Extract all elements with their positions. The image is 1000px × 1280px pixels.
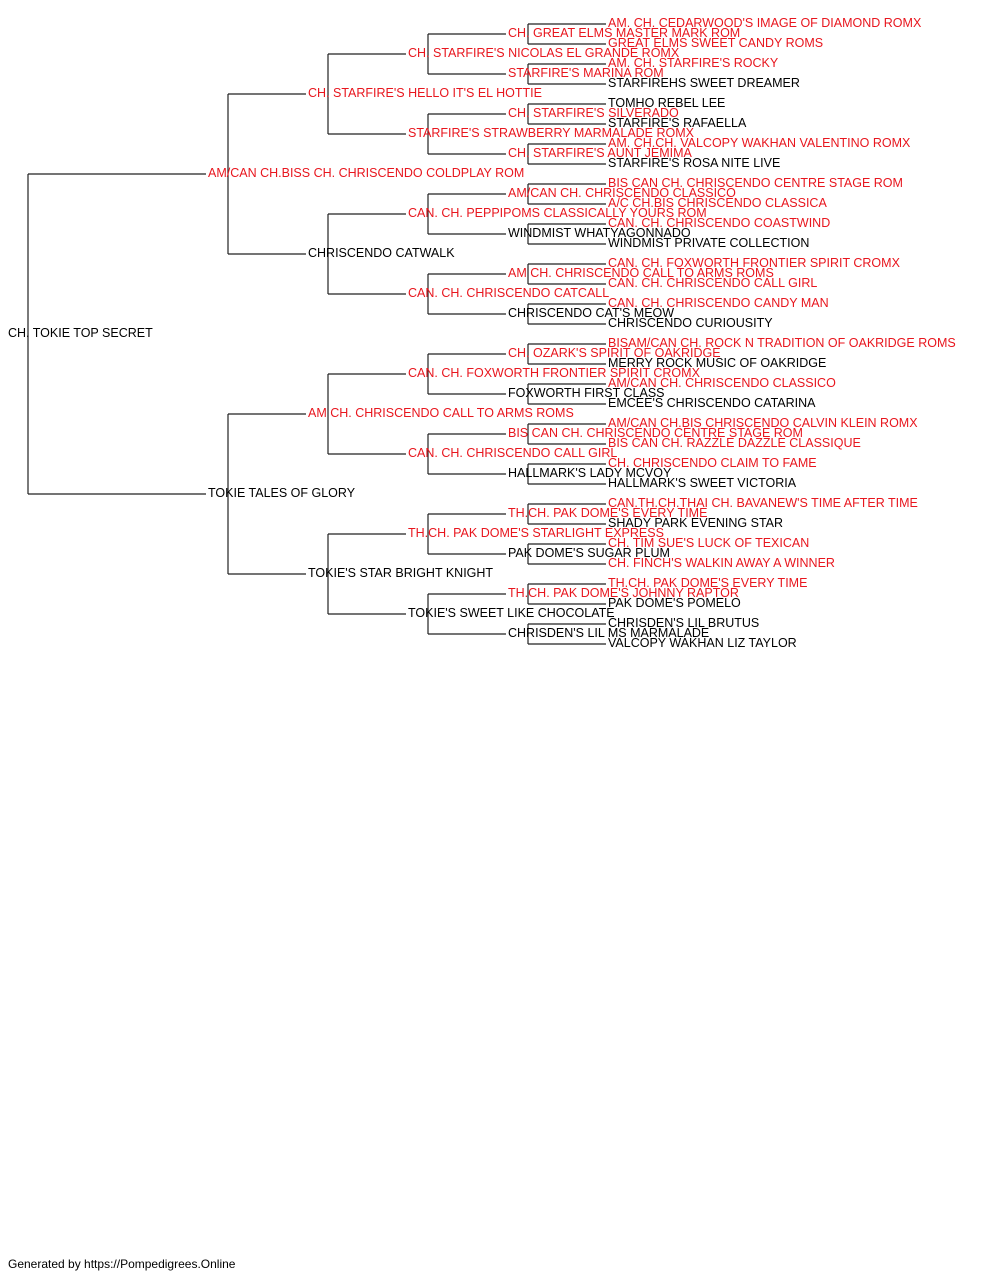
dog-name-gen5-pedigree-dam-dam-dam-sire-dam: PAK DOME'S POMELO (608, 596, 741, 610)
dog-name-gen5-pedigree-sire-dam-sire-sire-sire: BIS CAN CH. CHRISCENDO CENTRE STAGE ROM (608, 176, 903, 190)
dog-name-gen4-pedigree-sire-dam-dam-sire: AM CH. CHRISCENDO CALL TO ARMS ROMS (508, 266, 774, 280)
dog-name-gen5-pedigree-sire-dam-dam-sire-dam: CAN. CH. CHRISCENDO CALL GIRL (608, 276, 818, 290)
dog-name-gen4-pedigree-sire-sire-dam-dam: CH. STARFIRE'S AUNT JEMIMA (508, 146, 692, 160)
dog-name-gen5-pedigree-dam-sire-sire-sire-sire: BISAM/CAN CH. ROCK N TRADITION OF OAKRID… (608, 336, 956, 350)
dog-name-gen4-pedigree-dam-dam-dam-sire: TH.CH. PAK DOME'S JOHNNY RAPTOR (508, 586, 739, 600)
dog-name-gen3-pedigree-sire-sire-sire: CH. STARFIRE'S NICOLAS EL GRANDE ROMX (408, 46, 680, 60)
dog-name-gen4-pedigree-sire-dam-dam-dam: CHRISCENDO CAT'S MEOW (508, 306, 675, 320)
dog-name-gen5-pedigree-sire-dam-dam-sire-sire: CAN. CH. FOXWORTH FRONTIER SPIRIT CROMX (608, 256, 900, 270)
dog-name-gen5-pedigree-sire-dam-dam-dam-dam: CHRISCENDO CURIOUSITY (608, 316, 773, 330)
dog-name-gen5-pedigree-sire-sire-dam-dam-dam: STARFIRE'S ROSA NITE LIVE (608, 156, 781, 170)
dog-name-gen5-pedigree-dam-sire-dam-sire-sire: AM/CAN CH.BIS CHRISCENDO CALVIN KLEIN RO… (608, 416, 918, 430)
dog-name-gen5-pedigree-dam-sire-sire-dam-sire: AM/CAN CH. CHRISCENDO CLASSICO (608, 376, 836, 390)
dog-name-gen5-pedigree-dam-dam-sire-sire-sire: CAN.TH.CH.THAI CH. BAVANEW'S TIME AFTER … (608, 496, 918, 510)
dog-name-gen4-pedigree-sire-dam-sire-sire: AM/CAN CH. CHRISCENDO CLASSICO (508, 186, 736, 200)
dog-name-gen4-pedigree-sire-sire-sire-dam: STARFIRE'S MARINA ROM (508, 66, 664, 80)
dog-name-gen2-pedigree-dam-sire: AM CH. CHRISCENDO CALL TO ARMS ROMS (308, 406, 574, 420)
dog-name-gen3-pedigree-sire-sire-dam: STARFIRE'S STRAWBERRY MARMALADE ROMX (408, 126, 694, 140)
dog-name-gen5-pedigree-sire-sire-sire-sire-sire: AM. CH. CEDARWOOD'S IMAGE OF DIAMOND ROM… (608, 16, 922, 30)
dog-name-gen5-pedigree-dam-dam-sire-sire-dam: SHADY PARK EVENING STAR (608, 516, 784, 530)
dog-name-gen5-pedigree-sire-dam-dam-dam-sire: CAN. CH. CHRISCENDO CANDY MAN (608, 296, 829, 310)
dog-name-gen5-pedigree-dam-sire-dam-sire-dam: BIS CAN CH. RAZZLE DAZZLE CLASSIQUE (608, 436, 861, 450)
dog-name-gen5-pedigree-dam-dam-dam-sire-sire: TH.CH. PAK DOME'S EVERY TIME (608, 576, 808, 590)
dog-name-gen1-pedigree-dam: TOKIE TALES OF GLORY (208, 486, 356, 500)
dog-name-gen5-pedigree-sire-sire-sire-dam-sire: AM. CH. STARFIRE'S ROCKY (608, 56, 779, 70)
dog-name-gen5-pedigree-dam-sire-sire-sire-dam: MERRY ROCK MUSIC OF OAKRIDGE (608, 356, 827, 370)
dog-name-gen2-pedigree-sire-dam: CHRISCENDO CATWALK (308, 246, 455, 260)
dog-name-gen5-pedigree-sire-sire-sire-sire-dam: GREAT ELMS SWEET CANDY ROMS (608, 36, 824, 50)
dog-name-gen4-pedigree-dam-dam-dam-dam: CHRISDEN'S LIL MS MARMALADE (508, 626, 710, 640)
dog-name-gen4-pedigree-dam-sire-dam-sire: BIS CAN CH. CHRISCENDO CENTRE STAGE ROM (508, 426, 803, 440)
dog-name-gen5-pedigree-dam-dam-dam-dam-dam: VALCOPY WAKHAN LIZ TAYLOR (608, 636, 797, 650)
dog-name-gen5-pedigree-dam-sire-dam-dam-dam: HALLMARK'S SWEET VICTORIA (608, 476, 797, 490)
dog-name-gen5-pedigree-dam-sire-dam-dam-sire: CH. CHRISCENDO CLAIM TO FAME (608, 456, 817, 470)
dog-name-gen3-pedigree-dam-sire-dam: CAN. CH. CHRISCENDO CALL GIRL (408, 446, 618, 460)
dog-name-gen5-pedigree-sire-sire-dam-dam-sire: AM. CH.CH. VALCOPY WAKHAN VALENTINO ROMX (608, 136, 911, 150)
dog-name-gen4-pedigree-dam-dam-sire-dam: PAK DOME'S SUGAR PLUM (508, 546, 670, 560)
dog-name-gen3-pedigree-dam-sire-sire: CAN. CH. FOXWORTH FRONTIER SPIRIT CROMX (408, 366, 700, 380)
dog-name-gen4-pedigree-dam-sire-dam-dam: HALLMARK'S LADY MCVOY (508, 466, 672, 480)
dog-name-gen5-pedigree-dam-sire-sire-dam-dam: EMCEE'S CHRISCENDO CATARINA (608, 396, 816, 410)
dog-name-gen4-pedigree-dam-sire-sire-sire: CH. OZARK'S SPIRIT OF OAKRIDGE (508, 346, 721, 360)
dog-name-gen5-pedigree-sire-dam-sire-dam-sire: CAN. CH. CHRISCENDO COASTWIND (608, 216, 831, 230)
dog-name-gen5-pedigree-dam-dam-sire-dam-dam: CH. FINCH'S WALKIN AWAY A WINNER (608, 556, 835, 570)
dog-name-gen5-pedigree-sire-sire-dam-sire-dam: STARFIRE'S RAFAELLA (608, 116, 747, 130)
dog-name-gen4-pedigree-dam-dam-sire-sire: TH.CH. PAK DOME'S EVERY TIME (508, 506, 708, 520)
dog-name-gen1-pedigree-sire: AM/CAN CH.BISS CH. CHRISCENDO COLDPLAY R… (208, 166, 525, 180)
dog-name-gen3-pedigree-sire-dam-sire: CAN. CH. PEPPIPOMS CLASSICALLY YOURS ROM (408, 206, 707, 220)
dog-name-gen5-pedigree-sire-sire-dam-sire-sire: TOMHO REBEL LEE (608, 96, 726, 110)
dog-name-gen5-pedigree-sire-dam-sire-dam-dam: WINDMIST PRIVATE COLLECTION (608, 236, 810, 250)
dog-name-gen2-pedigree-dam-dam: TOKIE'S STAR BRIGHT KNIGHT (308, 566, 494, 580)
generated-by-footer: Generated by https://Pompedigrees.Online (8, 1257, 236, 1271)
dog-name-gen5-pedigree-dam-dam-dam-dam-sire: CHRISDEN'S LIL BRUTUS (608, 616, 760, 630)
dog-name-gen3-pedigree-dam-dam-dam: TOKIE'S SWEET LIKE CHOCOLATE (408, 606, 615, 620)
dog-name-gen5-pedigree-sire-dam-sire-sire-dam: A/C CH.BIS CHRISCENDO CLASSICA (608, 196, 827, 210)
dog-name-gen0-pedigree: CH. TOKIE TOP SECRET (8, 326, 153, 340)
dog-name-gen3-pedigree-sire-dam-dam: CAN. CH. CHRISCENDO CATCALL (408, 286, 610, 300)
dog-name-gen2-pedigree-sire-sire: CH. STARFIRE'S HELLO IT'S EL HOTTIE (308, 86, 542, 100)
dog-name-gen4-pedigree-sire-dam-sire-dam: WINDMIST WHATYAGONNADO (508, 226, 691, 240)
dog-name-gen3-pedigree-dam-dam-sire: TH.CH. PAK DOME'S STARLIGHT EXPRESS (408, 526, 664, 540)
dog-name-gen4-pedigree-sire-sire-dam-sire: CH. STARFIRE'S SILVERADO (508, 106, 679, 120)
dog-name-gen5-pedigree-dam-dam-sire-dam-sire: CH. TIM SUE'S LUCK OF TEXICAN (608, 536, 810, 550)
dog-name-gen5-pedigree-sire-sire-sire-dam-dam: STARFIREHS SWEET DREAMER (608, 76, 800, 90)
dog-name-gen4-pedigree-sire-sire-sire-sire: CH. GREAT ELMS MASTER MARK ROM (508, 26, 741, 40)
dog-name-gen4-pedigree-dam-sire-sire-dam: FOXWORTH FIRST CLASS (508, 386, 665, 400)
